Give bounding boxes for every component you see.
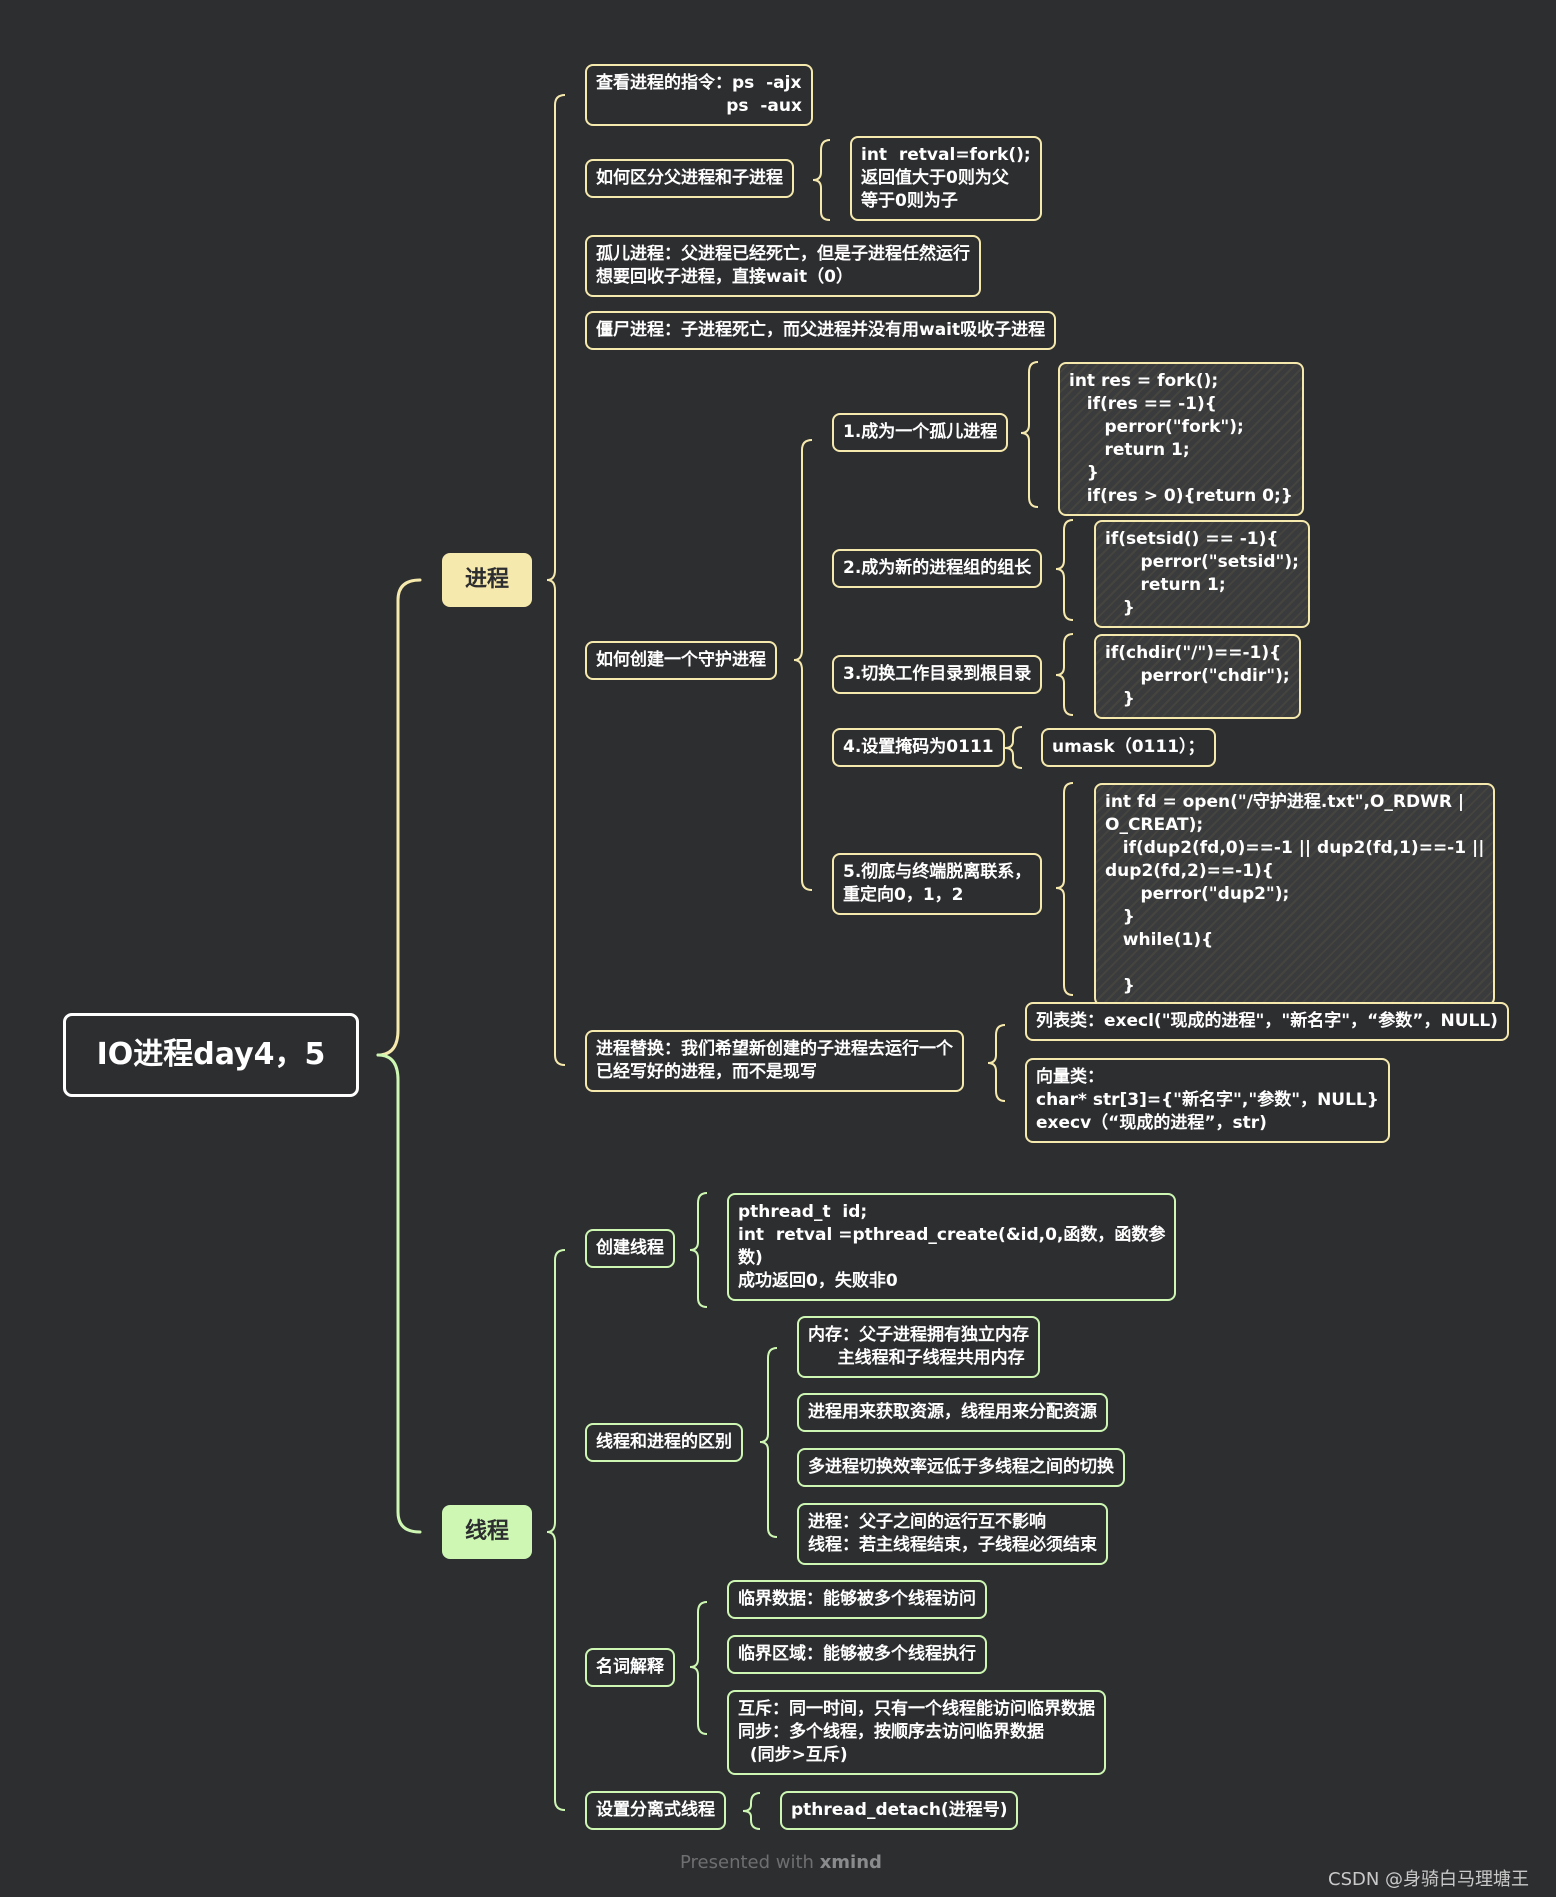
execv-node[interactable]: 向量类： char* str[3]={"新名字","参数"，NULL} exec… [1025,1058,1390,1143]
branch-process[interactable]: 进程 [442,553,532,607]
execl-node[interactable]: 列表类：execl("现成的进程"，"新名字"，“参数”，NULL) [1025,1002,1509,1041]
daemon-step-5-code[interactable]: int fd = open("/守护进程.txt",O_RDWR | O_CRE… [1094,783,1496,1006]
zombie-process-node[interactable]: 僵尸进程：子进程死亡，而父进程并没有用wait吸收子进程 [585,311,1057,350]
ps-command-node[interactable]: 查看进程的指令：ps -ajx ps -aux [585,64,813,126]
branch-thread[interactable]: 线程 [442,1505,532,1559]
root-topic[interactable]: IO进程day4，5 [63,1013,359,1097]
orphan-process-node[interactable]: 孤儿进程：父进程已经死亡，但是子进程任然运行 想要回收子进程，直接wait（0） [585,235,981,297]
diff-switch-node[interactable]: 多进程切换效率远低于多线程之间的切换 [797,1448,1125,1487]
critical-section-node[interactable]: 临界区域：能够被多个线程执行 [727,1635,987,1674]
daemon-node[interactable]: 如何创建一个守护进程 [585,641,777,680]
daemon-step-2[interactable]: 2.成为新的进程组的组长 [832,549,1043,588]
distinguish-node[interactable]: 如何区分父进程和子进程 [585,159,794,198]
daemon-step-1[interactable]: 1.成为一个孤儿进程 [832,413,1009,452]
daemon-step-2-code[interactable]: if(setsid() == -1){ perror("setsid"); re… [1094,520,1310,628]
csdn-credit: CSDN @身骑白马理塘王 [1328,1869,1530,1890]
diff-memory-node[interactable]: 内存：父子进程拥有独立内存 主线程和子线程共用内存 [797,1316,1040,1378]
detach-thread-node[interactable]: 设置分离式线程 [585,1791,726,1830]
create-thread-node[interactable]: 创建线程 [585,1229,675,1268]
daemon-step-3[interactable]: 3.切换工作目录到根目录 [832,655,1043,694]
terms-node[interactable]: 名词解释 [585,1648,675,1687]
daemon-step-4-code[interactable]: umask（0111）； [1041,728,1216,767]
fork-retval-node[interactable]: int retval=fork(); 返回值大于0则为父 等于0则为子 [850,136,1042,221]
critical-data-node[interactable]: 临界数据：能够被多个线程访问 [727,1580,987,1619]
pthread-create-node[interactable]: pthread_t id; int retval =pthread_create… [727,1193,1177,1301]
diff-exit-node[interactable]: 进程：父子之间的运行互不影响 线程：若主线程结束，子线程必须结束 [797,1503,1108,1565]
mutex-sync-node[interactable]: 互斥：同一时间，只有一个线程能访问临界数据 同步：多个线程，按顺序去访问临界数据… [727,1690,1106,1775]
process-replace-node[interactable]: 进程替换：我们希望新创建的子进程去运行一个 已经写好的进程，而不是现写 [585,1030,964,1092]
xmind-logo: xmind [819,1852,882,1873]
pthread-detach-node[interactable]: pthread_detach(进程号) [780,1791,1019,1830]
daemon-step-4[interactable]: 4.设置掩码为0111 [832,728,1005,767]
daemon-step-1-code[interactable]: int res = fork(); if(res == -1){ perror(… [1058,362,1304,516]
daemon-step-3-code[interactable]: if(chdir("/")==-1){ perror("chdir"); } [1094,634,1301,719]
diff-resource-node[interactable]: 进程用来获取资源，线程用来分配资源 [797,1393,1108,1432]
thread-vs-process-node[interactable]: 线程和进程的区别 [585,1423,743,1462]
footer-prefix: Presented with [680,1852,814,1873]
footer-watermark: Presented with xmind [680,1852,882,1873]
daemon-step-5[interactable]: 5.彻底与终端脱离联系， 重定向0，1，2 [832,853,1043,915]
